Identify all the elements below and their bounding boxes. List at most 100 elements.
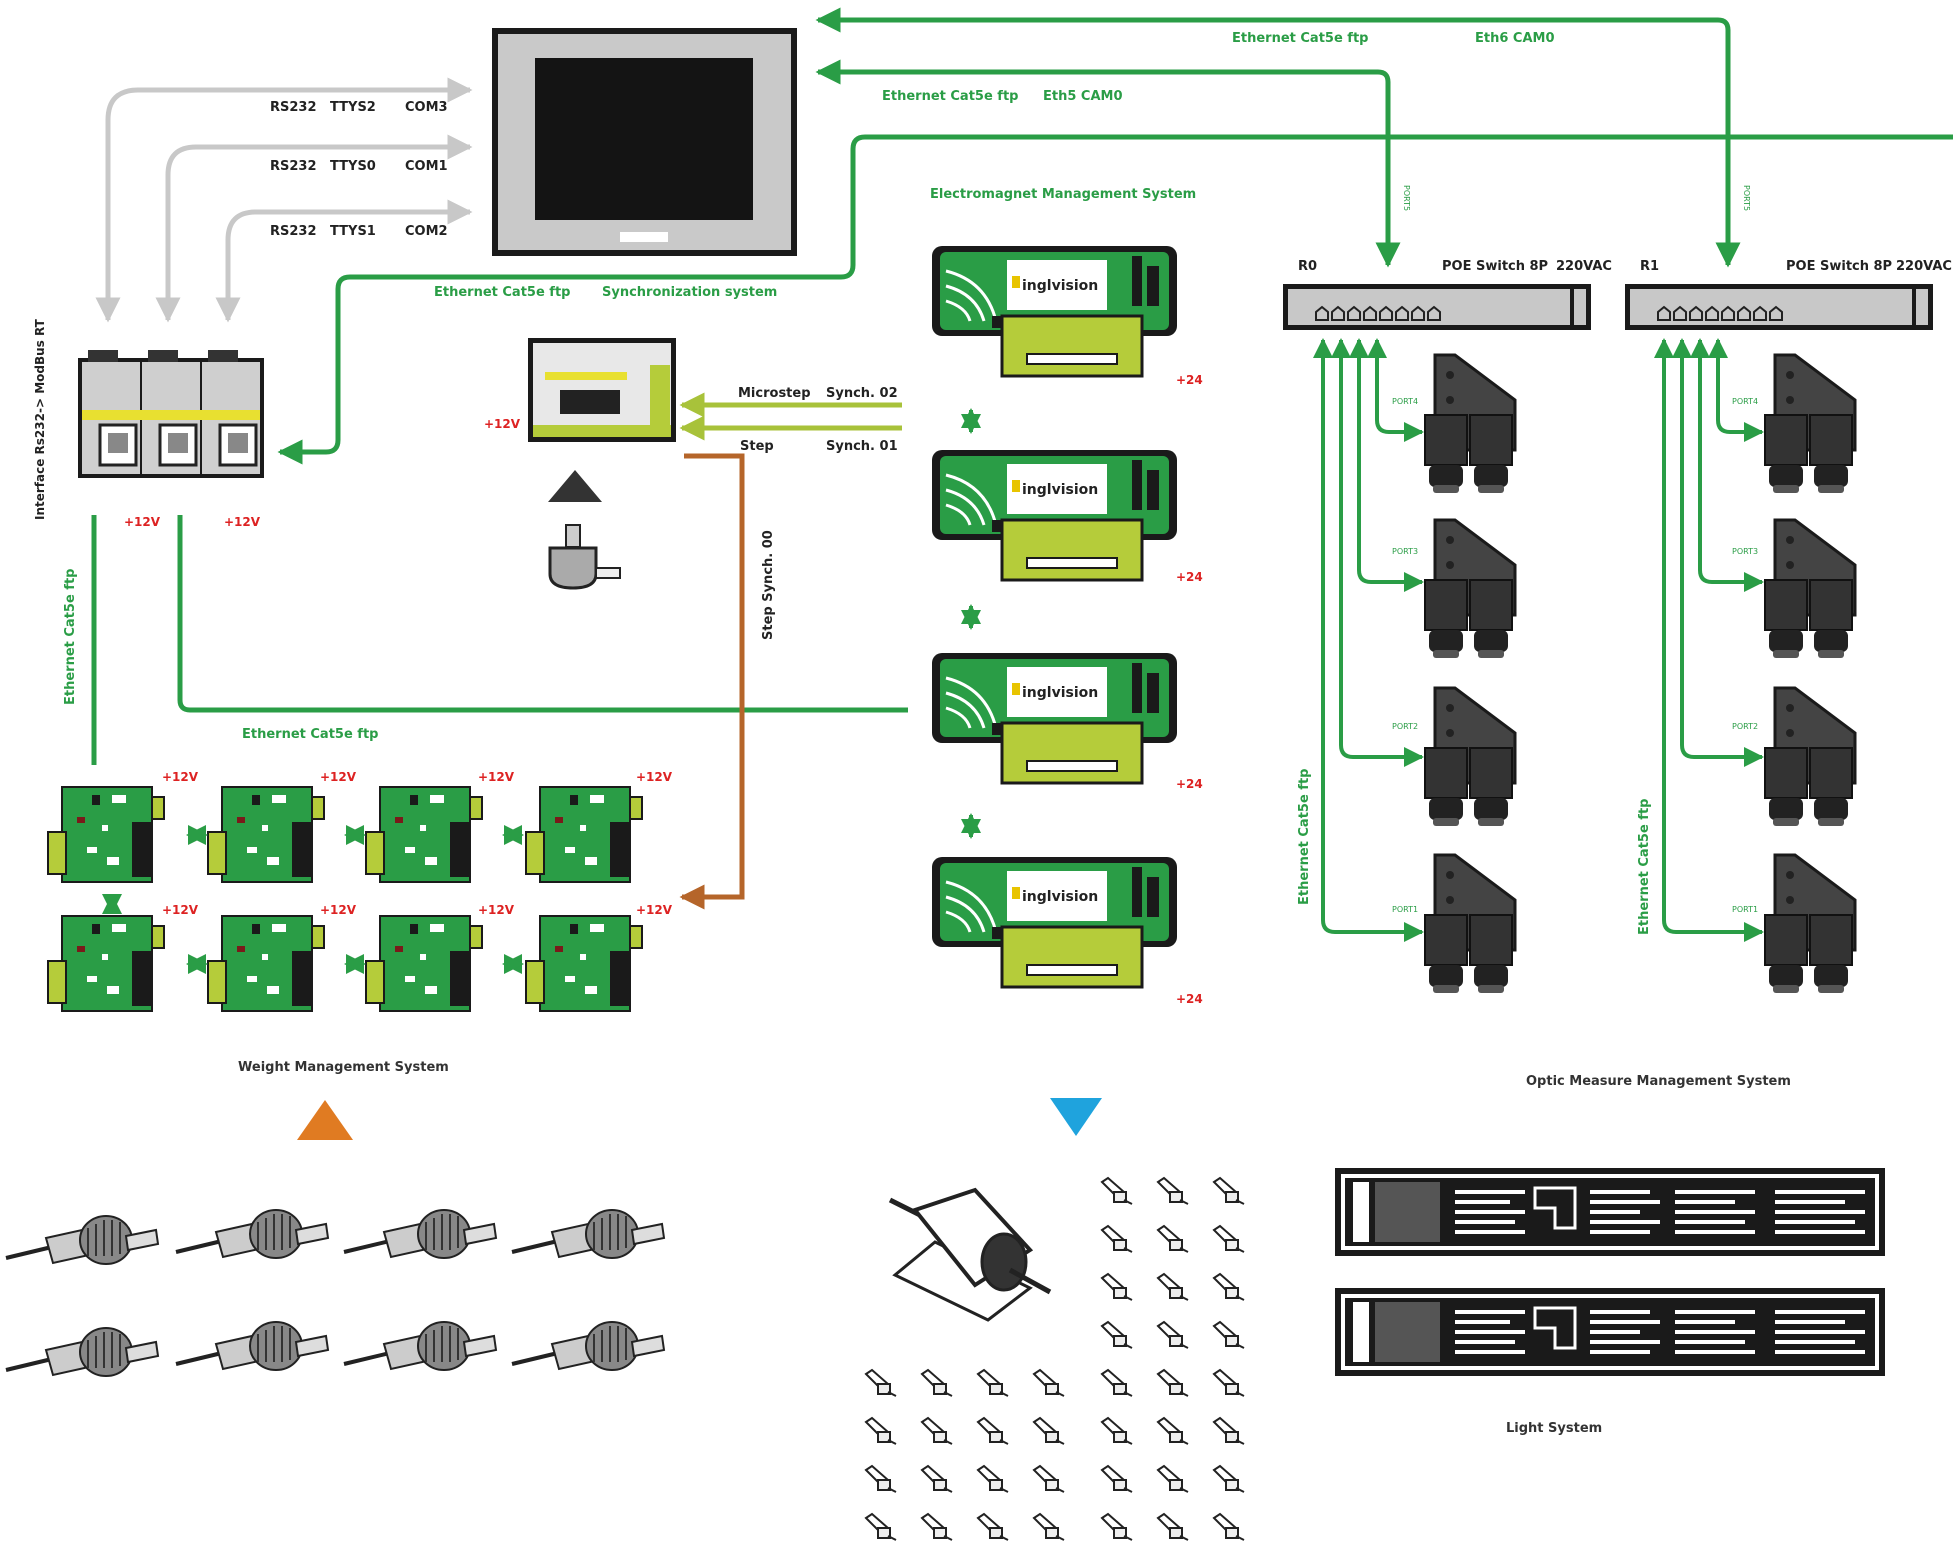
second-iface-label: Eth5 CAM0: [1043, 89, 1123, 104]
electromagnet-board-icon: [930, 244, 1179, 989]
svg-text:COM1: COM1: [405, 159, 448, 174]
valve-icon: [1101, 1177, 1133, 1205]
sync-voltage: +12V: [484, 417, 521, 431]
svg-text:+12V: +12V: [162, 770, 199, 784]
svg-text:RS232: RS232: [270, 224, 317, 239]
optic-title: Optic Measure Management System: [1526, 1074, 1791, 1089]
svg-text:+12V: +12V: [636, 903, 673, 917]
second-cable-label: Ethernet Cat5e ftp: [882, 89, 1018, 104]
svg-text:R1: R1: [1640, 259, 1659, 274]
light-title: Light System: [1506, 1421, 1602, 1436]
step-label: Step: [740, 439, 774, 454]
valve-icon: [1157, 1321, 1189, 1349]
valve-icon: [1101, 1321, 1133, 1349]
valve-icon: [921, 1417, 953, 1445]
valve-icon: [977, 1513, 1009, 1541]
svg-text:220VAC: 220VAC: [1896, 259, 1952, 274]
electromagnet-title: Electromagnet Management System: [930, 187, 1196, 202]
solenoid-icon: [888, 1187, 1052, 1322]
valve-icon: [1101, 1417, 1133, 1445]
valve-icon: [865, 1417, 897, 1445]
valve-icon: [1157, 1417, 1189, 1445]
valve-icon: [1157, 1465, 1189, 1493]
motor-icon: [548, 524, 621, 590]
electromagnet-triangle-icon: [1050, 1098, 1102, 1136]
valve-icon: [1213, 1513, 1245, 1541]
poe-switch-icon: [1283, 284, 1591, 330]
svg-text:R0: R0: [1298, 259, 1317, 274]
top-iface-label: Eth6 CAM0: [1475, 31, 1555, 46]
svg-text:+24: +24: [1176, 777, 1203, 791]
light-panel-icon: [1333, 1166, 1887, 1378]
sync-input-lines: [679, 392, 902, 910]
rs232-labels: RS232 TTYS2 COM3 RS232 TTYS0 COM1 RS232 …: [270, 100, 448, 239]
valve-icon: [921, 1465, 953, 1493]
svg-text:TTYS2: TTYS2: [330, 100, 376, 115]
svg-text:PORT3: PORT3: [1732, 547, 1758, 556]
r1-cable-label: Ethernet Cat5e ftp: [1637, 799, 1652, 935]
valve-icon: [921, 1513, 953, 1541]
weight-link-arrows: [102, 825, 524, 974]
svg-text:PORT1: PORT1: [1732, 905, 1758, 914]
svg-text:PORT4: PORT4: [1392, 397, 1418, 406]
poe-switch-icon: [1625, 284, 1933, 330]
monitor-network-lines: [277, 7, 1953, 465]
valve-icon: [1101, 1225, 1133, 1253]
valve-icon: [865, 1369, 897, 1397]
synch02-label: Synch. 02: [826, 386, 898, 401]
modbus-lines: [91, 515, 908, 765]
valve-icon: [865, 1513, 897, 1541]
modbus-vertical-cable-label: Ethernet Cat5e ftp: [63, 569, 78, 705]
modbus-voltage-1: +12V: [124, 515, 161, 529]
svg-text:POE Switch 8P: POE Switch 8P: [1786, 259, 1892, 274]
valve-icon: [1213, 1273, 1245, 1301]
converter-icon: [78, 350, 264, 478]
valve-icon: [977, 1417, 1009, 1445]
r0-uplink-port-label: PORT5: [1402, 185, 1411, 211]
svg-text:+12V: +12V: [478, 903, 515, 917]
svg-text:inglvision: inglvision: [1022, 278, 1098, 294]
svg-text:TTYS1: TTYS1: [330, 224, 376, 239]
monitor-icon: [492, 28, 797, 256]
valve-icon: [1213, 1369, 1245, 1397]
load-cell-icon: [4, 1208, 666, 1378]
weight-triangle-icon: [297, 1100, 353, 1140]
svg-text:RS232: RS232: [270, 100, 317, 115]
valve-icon: [1157, 1177, 1189, 1205]
svg-text:220VAC: 220VAC: [1556, 259, 1612, 274]
valve-icon: [1157, 1225, 1189, 1253]
modbus-voltage-2: +12V: [224, 515, 261, 529]
rs232-connections: [95, 77, 473, 323]
svg-text:COM2: COM2: [405, 224, 448, 239]
svg-text:inglvision: inglvision: [1022, 482, 1098, 498]
weight-title: Weight Management System: [238, 1060, 449, 1075]
svg-text:+24: +24: [1176, 570, 1203, 584]
svg-text:+24: +24: [1176, 992, 1203, 1006]
valve-icon: [1033, 1369, 1065, 1397]
synch01-label: Synch. 01: [826, 439, 898, 454]
poe-switch-r0: R0 POE Switch 8P 220VAC: [1283, 259, 1612, 330]
svg-text:COM3: COM3: [405, 100, 448, 115]
r0-cable-label: Ethernet Cat5e ftp: [1297, 769, 1312, 905]
valve-icon: [921, 1369, 953, 1397]
valve-icon: [1101, 1369, 1133, 1397]
svg-text:TTYS0: TTYS0: [330, 159, 376, 174]
valve-icon: [1213, 1321, 1245, 1349]
svg-text:+12V: +12V: [162, 903, 199, 917]
modbus-horizontal-cable-label: Ethernet Cat5e ftp: [242, 727, 378, 742]
valve-icon: [1101, 1513, 1133, 1541]
valve-icon: [1213, 1225, 1245, 1253]
svg-text:PORT1: PORT1: [1392, 905, 1418, 914]
switch-camera-lines: [1313, 338, 1764, 942]
weight-voltages: +12V +12V +12V +12V +12V +12V +12V +12V: [162, 770, 673, 917]
svg-text:inglvision: inglvision: [1022, 889, 1098, 905]
valve-icon: [1157, 1513, 1189, 1541]
valve-icon: [1033, 1513, 1065, 1541]
svg-text:inglvision: inglvision: [1022, 685, 1098, 701]
weight-board-icon: [47, 786, 643, 1012]
svg-text:+12V: +12V: [320, 903, 357, 917]
sync-cable-label: Ethernet Cat5e ftp: [434, 285, 570, 300]
svg-text:PORT3: PORT3: [1392, 547, 1418, 556]
poe-switch-r1: R1 POE Switch 8P 220VAC: [1625, 259, 1952, 330]
